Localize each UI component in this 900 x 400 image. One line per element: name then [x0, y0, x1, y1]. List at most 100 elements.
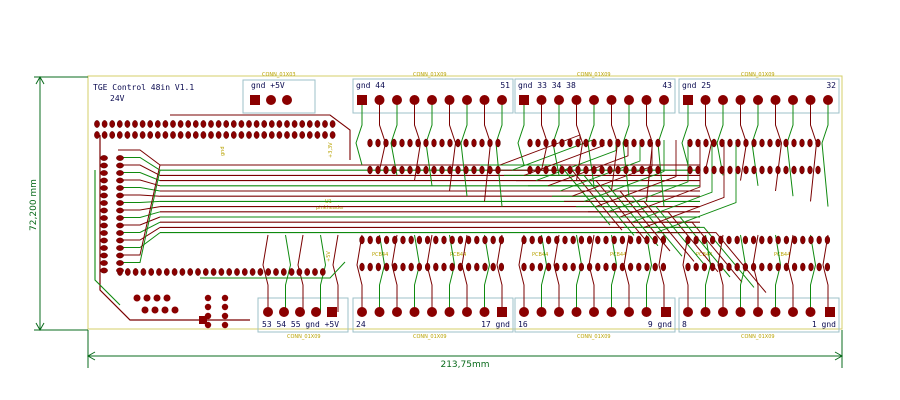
center-value-label: pinkheader [316, 205, 345, 211]
pad [367, 138, 373, 148]
pad [441, 262, 447, 272]
round-pad [606, 95, 617, 105]
pad [535, 165, 541, 175]
pad [408, 262, 414, 272]
round-pad [479, 307, 490, 317]
pad [474, 235, 480, 245]
pad [392, 235, 398, 245]
pad [718, 262, 724, 272]
pad [192, 120, 199, 128]
board-outline [87, 75, 843, 330]
pad [230, 131, 237, 139]
trace [355, 100, 363, 166]
pad [487, 165, 493, 175]
pad [808, 235, 814, 245]
pad [291, 131, 298, 139]
pad [447, 138, 453, 148]
trace [379, 234, 386, 312]
round-pad [204, 312, 212, 320]
trace [496, 234, 503, 312]
trace [460, 100, 468, 197]
pad [734, 262, 740, 272]
pad [116, 245, 124, 251]
pad [687, 138, 693, 148]
pad [735, 165, 741, 175]
pad [482, 235, 488, 245]
round-pad [221, 312, 229, 320]
trace [623, 234, 630, 312]
pad [479, 165, 485, 175]
pad [693, 262, 699, 272]
pad [559, 138, 565, 148]
pad [471, 138, 477, 148]
pad [767, 262, 773, 272]
round-pad [221, 294, 229, 302]
pad [695, 138, 701, 148]
pad [693, 235, 699, 245]
pad [109, 120, 116, 128]
trace [655, 140, 737, 234]
round-pad [571, 95, 582, 105]
pad [249, 268, 256, 276]
round-pad [805, 95, 816, 105]
round-pad [133, 294, 141, 302]
pad [431, 165, 437, 175]
pad [775, 262, 781, 272]
pad [132, 131, 138, 139]
pad [711, 165, 717, 175]
pad [383, 138, 389, 148]
trace [600, 216, 731, 278]
pad [551, 165, 557, 175]
pad [268, 131, 275, 139]
trace [94, 170, 121, 306]
pad [639, 165, 645, 175]
pad [185, 120, 192, 128]
pad [647, 138, 653, 148]
pad [498, 235, 505, 245]
pad [701, 235, 708, 245]
center-ref-label: U1 [325, 199, 332, 205]
round-pad [788, 307, 798, 317]
pad [726, 235, 732, 245]
pad [627, 262, 634, 272]
top-connector-2: CONN_01X09 gnd 33 34 38 43 [514, 72, 676, 114]
pad [223, 120, 230, 128]
trace [553, 234, 560, 312]
pad [383, 235, 390, 245]
pad [246, 120, 252, 128]
round-pad [282, 95, 292, 105]
trace [576, 234, 583, 312]
gnd-vertical-label: gnd [220, 146, 226, 156]
round-pad [163, 294, 171, 302]
trace [822, 234, 829, 312]
pad [147, 131, 154, 139]
trace [528, 185, 659, 247]
pad [185, 131, 192, 139]
round-pad [718, 95, 728, 105]
pad [116, 192, 124, 199]
round-pad [409, 95, 420, 105]
pad [399, 138, 405, 148]
top-connector-1: CONN_01X09 gnd 44 51 [352, 72, 514, 114]
pad [816, 235, 822, 245]
svg-text:51: 51 [500, 81, 510, 90]
pad [586, 235, 593, 245]
pad [424, 262, 431, 272]
svg-text:17 gnd: 17 gnd [481, 320, 510, 329]
pad [424, 235, 431, 245]
pad [559, 165, 565, 175]
trace [517, 100, 525, 166]
pad [529, 235, 535, 245]
pad [591, 138, 597, 148]
pad [750, 235, 757, 245]
trace [541, 234, 548, 312]
pad [627, 235, 634, 245]
pad [100, 185, 108, 191]
pad [163, 268, 170, 276]
round-pad [141, 306, 149, 314]
round-pad [374, 307, 385, 317]
trace [716, 100, 724, 176]
pad [391, 165, 397, 175]
round-pad [624, 95, 634, 105]
